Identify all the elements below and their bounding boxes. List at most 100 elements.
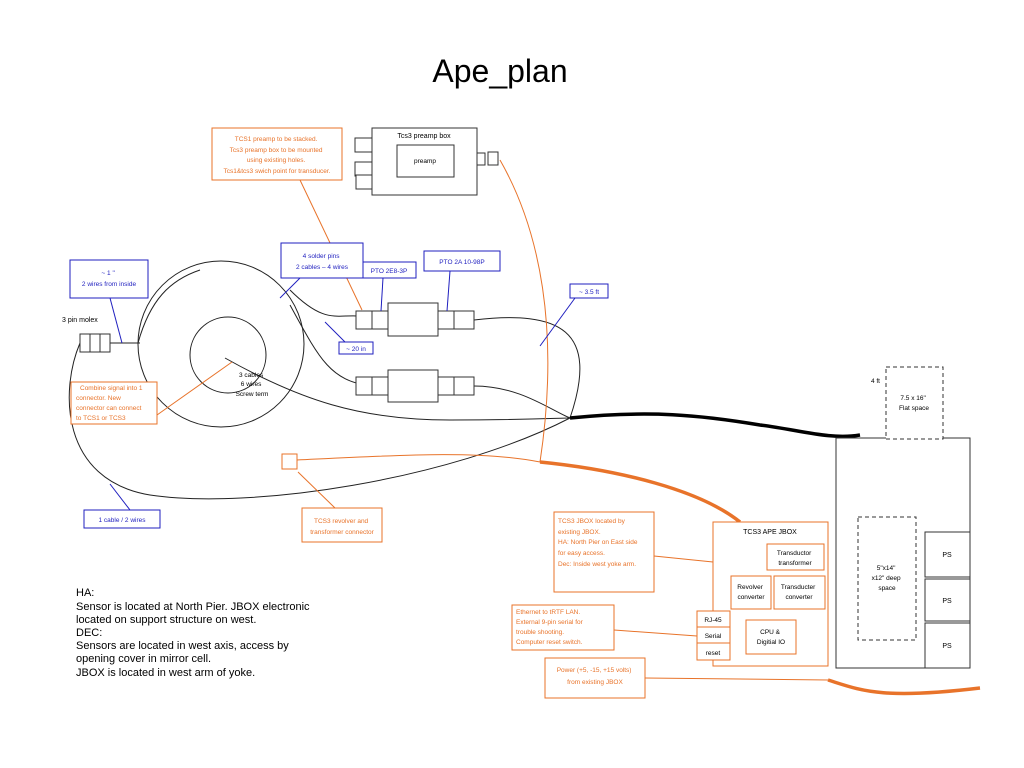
pto2-pin-b [371,376,389,396]
thick-orange-cable-top [539,460,742,524]
ps-box-1 [924,531,971,578]
len-20-box [338,341,374,355]
molex-mid [89,333,101,353]
wire-inner [137,269,201,344]
arrow-jbox-note [653,555,714,563]
pto1-pin-d [453,310,475,330]
page-title: Ape_plan [432,53,567,89]
four-ft-label: 4 ft [871,378,880,385]
len-35-box [569,283,609,299]
one-cable-box [83,509,161,529]
solder-note-box [280,242,364,279]
deep-space-box [857,516,917,641]
revolver-note-box [301,507,383,543]
preamp-out-1 [476,152,486,166]
len-35-label: ~ 3.5 ft [579,289,599,296]
preamp-inner [396,144,455,178]
deep-space-label: 5"x14" x12" deep space [872,565,903,592]
port-serial-label: Serial [705,633,722,640]
jbox-title: TCS3 APE JBOX [743,529,797,536]
solder-note: 4 solder pins 2 cables – 4 wires [296,253,349,271]
arrow-ethernet-note [613,629,698,637]
transductor-label: Transductor transformer [777,550,813,567]
pto1-pin-b [371,310,389,330]
wire-pto2-out [473,385,571,419]
orange-wire-preamp [499,159,549,463]
one-inch-note: ~ 1 " 2 wires from inside [82,270,137,288]
ethernet-note: Ethernet to tRTF LAN. External 9-pin ser… [516,609,585,646]
power-note-box [544,657,646,699]
pto-2a-label: PTO 2A 10-98P [439,259,484,266]
pto2-pin-c [437,376,455,396]
arrow-pto-2e8 [380,277,384,312]
ps-label-3: PS [942,643,952,650]
preamp-label: preamp [414,158,436,165]
arrow-one-inch [109,297,123,344]
transductor-box [766,543,825,571]
flat-space-box [885,366,944,440]
jbox-note: TCS3 JBOX located by existing JBOX. HA: … [558,518,639,568]
ethernet-note-box [511,604,615,651]
pto-2a-box [423,250,501,272]
combine-note-box [70,381,158,425]
wire-revolver [296,454,541,463]
preamp-port-1 [354,137,373,153]
one-cable-label: 1 cable / 2 wires [99,517,147,524]
molex-right [99,333,111,353]
combine-note: Combine signal into 1 connector. New con… [76,385,144,422]
transducter-box [773,575,826,610]
arrow-combine [156,361,233,416]
revolver-box [730,575,772,610]
thick-orange-cable-bottom [827,678,981,696]
port-reset [696,642,731,661]
arrow-power-note [644,677,829,681]
cables-term-label: 3 cables 6 wires Screw term [236,372,269,398]
pto1-pin-c [437,310,455,330]
flat-space-label: 7.5 x 16" Flat space [899,395,929,412]
location-notes: HA: Sensor is located at North Pier. JBO… [76,587,313,679]
revolver-note: TCS3 revolver and transformer connector [310,518,374,536]
arrow-solder [279,277,301,299]
preamp-box-label: Tcs3 preamp box [397,133,451,140]
pto-2e8-box [362,261,417,279]
thick-black-cable [569,412,861,439]
preamp-note-box [211,127,343,181]
preamp-note: TCS1 preamp to be stacked. Tcs3 preamp b… [224,136,331,175]
wire-pto1-out [473,317,581,419]
wire-loop-bottom [68,342,571,500]
pto-2e8-label: PTO 2E8-3P [371,268,408,275]
preamp-port-3 [355,174,373,190]
jbox-note-box [553,511,655,593]
preamp-out-2 [487,151,499,166]
outer-coil [137,260,305,428]
arrow-pto-2a [446,270,451,312]
pto2-pin-d [453,376,475,396]
revolver-connector-box [281,453,298,470]
transducter-label: Transducter converter [781,584,817,601]
revolver-label: Revolver converter [737,584,765,601]
inner-coil [189,316,267,394]
arrow-len-35 [539,297,576,347]
ps-label-2: PS [942,598,952,605]
pto1-body [387,302,439,337]
arrow-len-20 [324,321,346,343]
ps-box-3 [924,622,971,669]
molex-left [79,333,91,353]
ps-box-2 [924,578,971,622]
arrow-revolver-note [297,471,336,509]
molex-label: 3 pin molex [62,317,98,324]
power-note: Power (+5, -15, +15 volts) from existing… [557,667,634,686]
port-reset-label: reset [706,650,721,657]
ps-label-1: PS [942,552,952,559]
arrow-one-cable [109,483,131,511]
pto2-pin-a [355,376,373,396]
pto1-pin-a [355,310,373,330]
port-rj45-label: RJ-45 [704,617,722,624]
len-20-label: ~ 20 in [346,346,366,353]
one-inch-note-box [69,259,149,299]
preamp-port-2 [354,161,373,177]
cpu-box [745,619,797,655]
pto2-body [387,369,439,403]
cpu-label: CPU & Digitial IO [757,629,785,646]
